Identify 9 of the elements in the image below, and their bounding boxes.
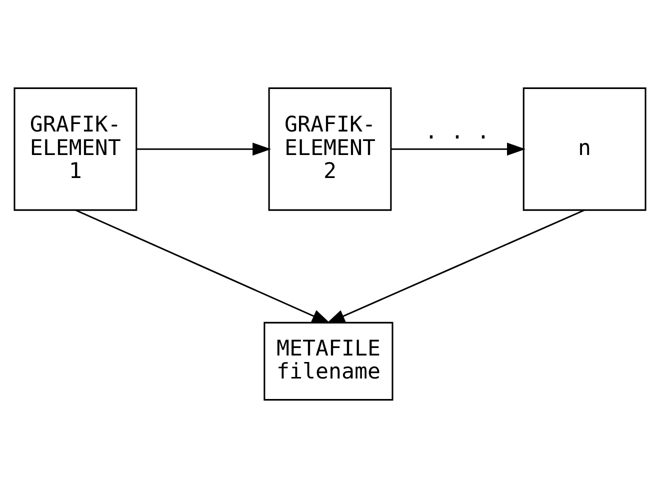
edge-label: . . . bbox=[424, 120, 490, 145]
node-box: GRAFIK- ELEMENT 2 bbox=[268, 87, 392, 211]
node-box: n bbox=[522, 87, 646, 211]
node-box: METAFILE filename bbox=[264, 322, 394, 401]
arrow bbox=[136, 142, 272, 156]
node-box: GRAFIK- ELEMENT 1 bbox=[14, 87, 138, 211]
arrow bbox=[75, 209, 331, 324]
arrow bbox=[326, 209, 585, 324]
arrow bbox=[390, 142, 526, 156]
